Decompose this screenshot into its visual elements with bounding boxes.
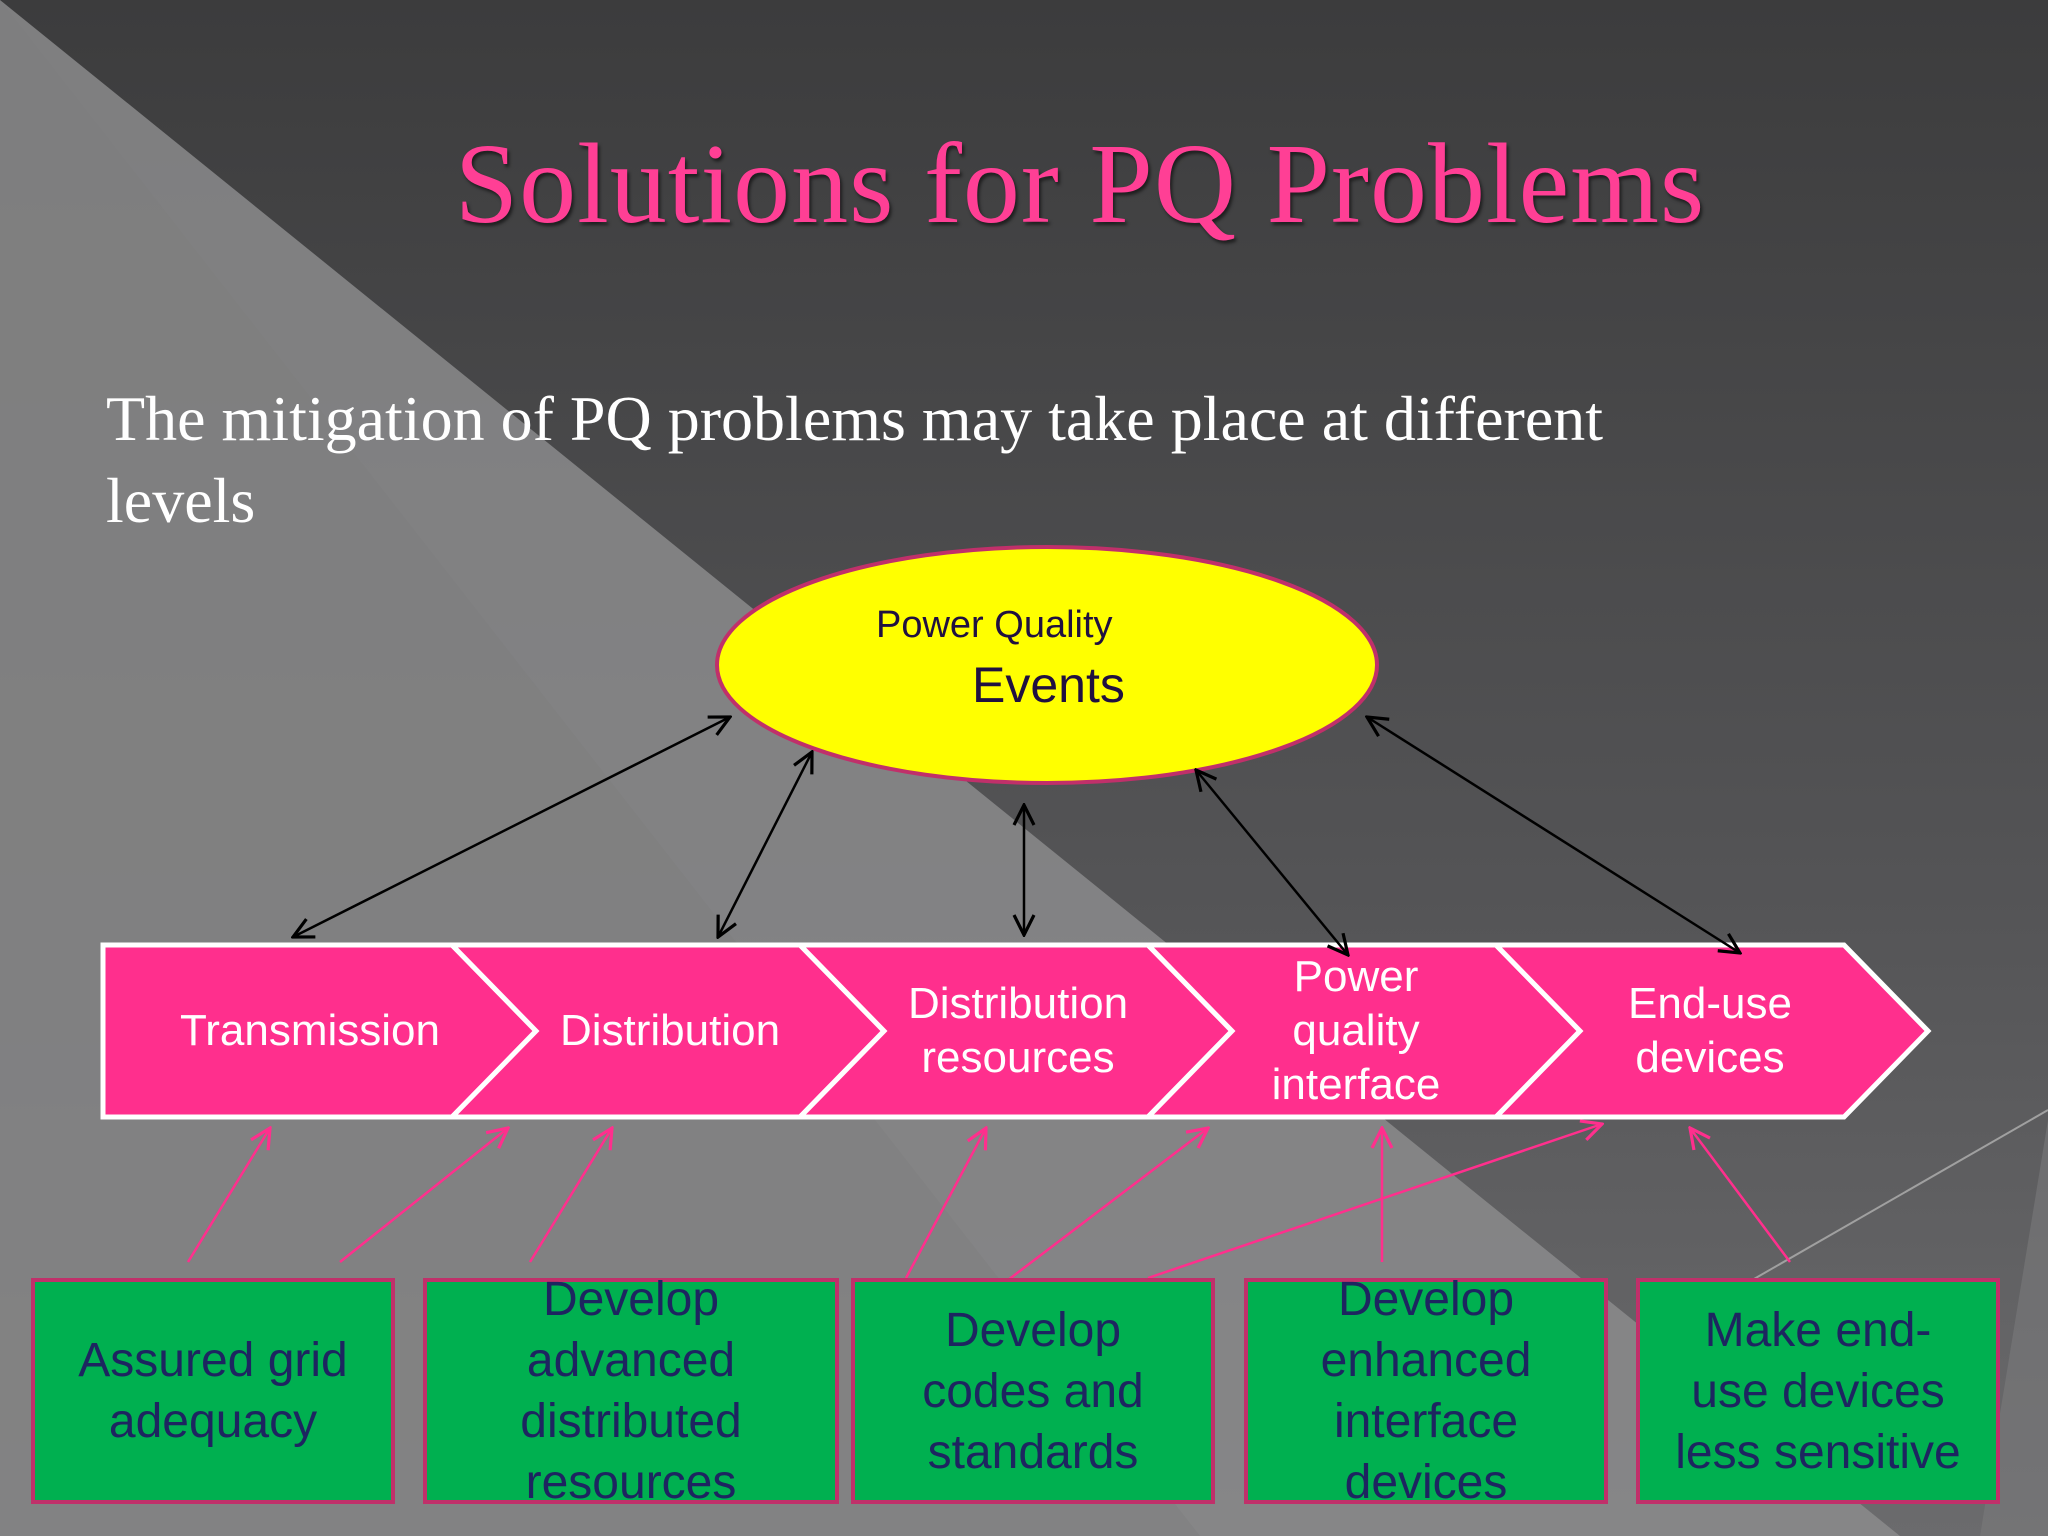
box-develop-codes-and-standards [851,1278,1215,1504]
chevron-label-end-use-devices: End-use devices [1560,945,1860,1117]
box-label-line: devices [1344,1456,1508,1509]
box-label-line: Develop [944,1303,1122,1357]
box-label-develop-codes-and-standards: Develop codes and standards [853,1280,1213,1502]
arrow-event-pq-interface [1196,770,1348,955]
arrow-event-distribution [718,752,812,937]
solution-boxes [31,1278,2000,1504]
box-label-line: adequacy [108,1395,318,1448]
chevron-label-distribution-resources: Distribution resources [858,945,1178,1117]
box-make-end-use-devices-less-sensitive [1636,1278,2000,1504]
box-label-line: Assured grid [78,1334,348,1387]
chevron-label-line: interface [1271,1060,1441,1109]
box-label-line: Make end- [1704,1303,1932,1357]
slide-subtitle: The mitigation of PQ problems may take p… [106,378,1806,542]
box-label-line: codes and [922,1364,1144,1418]
box-label-line: resources [525,1456,737,1509]
chevron-label-line: Power [1293,952,1419,1001]
chevron-label-line: devices [1635,1033,1785,1082]
subtitle-line-1: The mitigation of PQ problems may take p… [106,383,1604,454]
box-label-line: enhanced [1320,1334,1532,1387]
slide-title: Solutions for PQ Problems [454,120,1706,247]
chevron-label-distribution: Distribution [510,945,830,1117]
arrow-codes-pq-interface [1007,1128,1208,1281]
ellipse-label-power-quality: Power Quality [876,604,1113,646]
chevron-label-line: Transmission [180,1006,440,1055]
arrow-advanced-distribution [528,1128,612,1263]
chevron-end-use-devices [1490,942,1932,1120]
box-label-line: standards [927,1425,1139,1479]
chevron-label-line: resources [921,1033,1115,1082]
arrow-grid-transmission [186,1128,270,1263]
subtitle-line-2: levels [106,465,256,536]
box-label-line: Develop [1337,1273,1515,1326]
box-develop-advanced-distributed-resources [423,1278,839,1504]
box-label-line: interface [1333,1395,1519,1448]
box-label-assured-grid-adequacy: Assured grid adequacy [33,1280,393,1502]
chevron-label-line: End-use [1628,979,1792,1028]
chevron-label-line: quality [1292,1006,1420,1055]
event-arrows [293,717,1740,955]
arrow-event-transmission [293,717,730,937]
chevron-label-transmission: Transmission [120,945,500,1117]
solution-arrows [186,1124,1792,1281]
box-label-develop-enhanced-interface-devices: Develop enhanced interface devices [1246,1273,1606,1509]
box-label-line: less sensitive [1675,1425,1961,1479]
chevron-label-line: Distribution [907,979,1129,1028]
box-label-develop-advanced-distributed-resources: Develop advanced distributed resources [425,1273,837,1509]
arrow-grid-distribution [339,1128,508,1263]
box-label-make-end-use-devices-less-sensitive: Make end- use devices less sensitive [1638,1280,1998,1502]
arrow-codes-end-use [1147,1124,1602,1280]
arrow-enduse-end-use [1690,1128,1792,1263]
chevron-band [100,942,1932,1120]
box-develop-enhanced-interface-devices [1244,1278,1608,1504]
ellipse-label-events: Events [972,657,1125,713]
box-label-line: Develop [542,1273,720,1326]
power-quality-events-ellipse [715,545,1379,785]
chevron-label-power-quality-interface: Power quality interface [1206,945,1506,1117]
arrow-codes-distribution-resources [904,1128,986,1279]
box-label-line: distributed [520,1395,742,1448]
box-label-line: advanced [526,1334,736,1387]
arrow-event-end-use [1367,717,1740,953]
box-label-line: use devices [1691,1364,1945,1418]
chevron-label-line: Distribution [559,1006,781,1055]
box-assured-grid-adequacy [31,1278,395,1504]
